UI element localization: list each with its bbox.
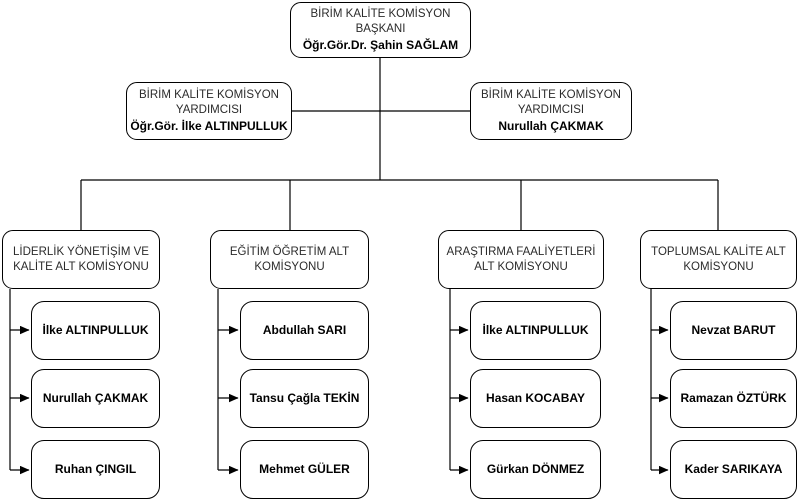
member-box: Abdullah SARI <box>240 301 369 360</box>
member-name: Ruhan ÇINGIL <box>54 462 137 477</box>
member-name: İlke ALTINPULLUK <box>482 323 589 338</box>
member-name: Kader SARIKAYA <box>684 462 783 477</box>
member-box: Ramazan ÖZTÜRK <box>670 369 797 428</box>
deputy-title: BİRİM KALİTE KOMİSYON YARDIMCISI <box>481 88 621 116</box>
deputy-name: Öğr.Gör. İlke ALTINPULLUK <box>130 118 288 133</box>
member-box: Gürkan DÖNMEZ <box>470 440 601 499</box>
deputy-title: BİRİM KALİTE KOMİSYON YARDIMCISI <box>139 88 279 116</box>
subcommittee-header-leadership: LİDERLİK YÖNETİŞİM VE KALİTE ALT KOMİSYO… <box>2 230 160 289</box>
member-box: İlke ALTINPULLUK <box>31 301 160 360</box>
chairman-title: BİRİM KALİTE KOMİSYON BAŞKANI <box>310 7 451 35</box>
chairman-box: BİRİM KALİTE KOMİSYON BAŞKANI Öğr.Gör.Dr… <box>290 2 471 58</box>
deputy-box-1: BİRİM KALİTE KOMİSYON YARDIMCISI Öğr.Gör… <box>126 82 292 140</box>
subcommittee-title: LİDERLİK YÖNETİŞİM VE KALİTE ALT KOMİSYO… <box>13 245 149 273</box>
subcommittee-title: ARAŞTIRMA FAALİYETLERİ ALT KOMİSYONU <box>446 245 596 273</box>
member-name: Abdullah SARI <box>262 323 347 338</box>
member-box: Ruhan ÇINGIL <box>31 440 160 499</box>
member-name: Mehmet GÜLER <box>259 462 350 477</box>
member-name: Nevzat BARUT <box>691 323 776 338</box>
subcommittee-header-research: ARAŞTIRMA FAALİYETLERİ ALT KOMİSYONU <box>438 230 604 289</box>
subcommittee-title: TOPLUMSAL KALİTE ALT KOMİSYONU <box>651 245 786 273</box>
member-box: İlke ALTINPULLUK <box>470 301 601 360</box>
subcommittee-title: EĞİTİM ÖĞRETİM ALT KOMİSYONU <box>229 245 350 273</box>
member-name: İlke ALTINPULLUK <box>42 323 149 338</box>
member-box: Nevzat BARUT <box>670 301 797 360</box>
subcommittee-header-education: EĞİTİM ÖĞRETİM ALT KOMİSYONU <box>210 230 369 289</box>
member-name: Tansu Çağla TEKİN <box>249 391 360 406</box>
member-box: Tansu Çağla TEKİN <box>240 369 369 428</box>
member-name: Nurullah ÇAKMAK <box>42 391 149 406</box>
deputy-box-2: BİRİM KALİTE KOMİSYON YARDIMCISI Nurulla… <box>470 82 632 140</box>
member-box: Mehmet GÜLER <box>240 440 369 499</box>
member-name: Hasan KOCABAY <box>486 391 585 406</box>
subcommittee-header-social: TOPLUMSAL KALİTE ALT KOMİSYONU <box>640 230 797 289</box>
member-name: Gürkan DÖNMEZ <box>486 462 585 477</box>
deputy-name: Nurullah ÇAKMAK <box>498 118 604 133</box>
member-box: Nurullah ÇAKMAK <box>31 369 160 428</box>
member-name: Ramazan ÖZTÜRK <box>680 391 787 406</box>
member-box: Kader SARIKAYA <box>670 440 797 499</box>
member-box: Hasan KOCABAY <box>470 369 601 428</box>
chairman-name: Öğr.Gör.Dr. Şahin SAĞLAM <box>302 37 459 52</box>
